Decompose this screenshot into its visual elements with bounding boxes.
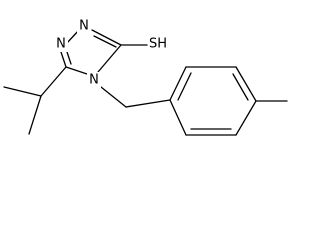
bond-ar1-ar2-inner bbox=[177, 72, 192, 101]
benzyl-linker bbox=[95, 82, 171, 108]
bond-c3-n4 bbox=[97, 44, 122, 73]
bond-ch2-ring bbox=[125, 99, 171, 108]
atom-label-n2: N bbox=[79, 19, 89, 34]
bond-ar3-ar4-inner bbox=[232, 73, 249, 101]
atom-label-thiol: SH bbox=[149, 37, 167, 52]
bond-n4-c5 bbox=[65, 66, 91, 76]
bond-ar1-ar2 bbox=[169, 66, 187, 101]
bond-ar6-ar1 bbox=[169, 99, 187, 136]
tolyl-ring bbox=[169, 66, 288, 136]
isopropyl-group bbox=[3, 66, 67, 135]
atom-label-n4: N bbox=[89, 73, 99, 88]
bond-c5-ch bbox=[40, 66, 67, 97]
bond-c5-n1 bbox=[60, 51, 67, 68]
molecule-structure: N N N SH bbox=[3, 19, 288, 136]
bond-ch-me2 bbox=[28, 95, 42, 135]
bond-ar4-ar5 bbox=[235, 100, 257, 136]
bond-n2-c3-double bbox=[93, 35, 117, 48]
atom-label-n1: N bbox=[56, 37, 66, 52]
triazole-ring bbox=[60, 28, 122, 76]
bond-n2-c3 bbox=[91, 29, 122, 46]
atom-labels: N N N SH bbox=[55, 19, 178, 88]
bond-ar3-ar4 bbox=[235, 66, 257, 102]
bond-c5-n1-double bbox=[66, 51, 72, 65]
bond-ch-me1 bbox=[3, 86, 42, 97]
